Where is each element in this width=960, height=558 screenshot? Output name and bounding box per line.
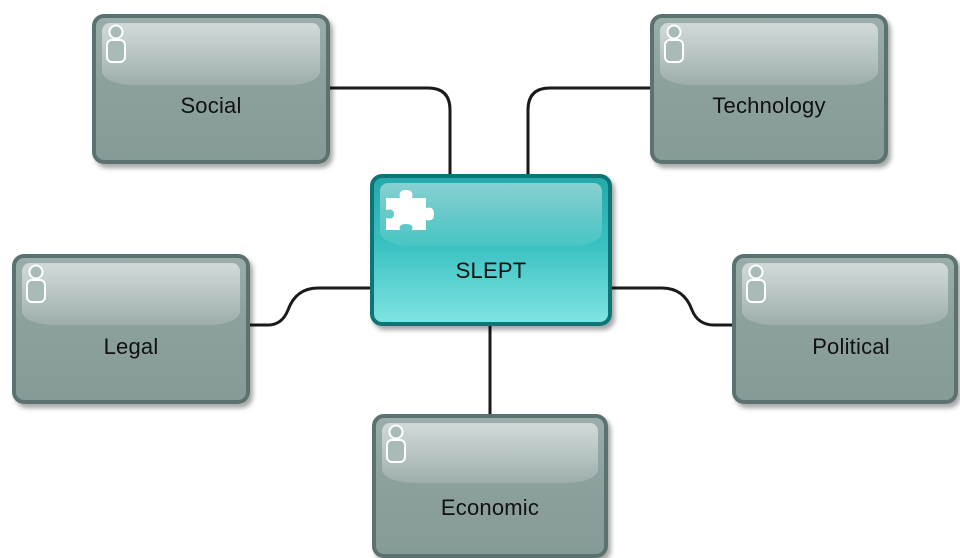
node-technology[interactable]: Technology: [650, 14, 888, 164]
node-legal[interactable]: Legal: [12, 254, 250, 404]
person-icon: [106, 24, 126, 63]
node-label: Economic: [440, 495, 540, 520]
connector-political: [610, 286, 734, 327]
connector-technology: [526, 86, 652, 176]
node-label: Social: [180, 93, 242, 118]
person-icon: [746, 264, 766, 303]
node-label: Political: [812, 334, 890, 359]
center-label: SLEPT: [455, 258, 527, 283]
person-icon: [386, 424, 406, 463]
person-icon: [26, 264, 46, 303]
connector-social: [330, 86, 452, 176]
puzzle-icon: [386, 190, 434, 230]
node-political[interactable]: Political: [732, 254, 958, 404]
node-social[interactable]: Social: [92, 14, 330, 164]
node-label: Legal: [103, 334, 159, 359]
person-icon: [664, 24, 684, 63]
node-slept-center[interactable]: SLEPT: [370, 174, 612, 326]
connector-legal: [250, 286, 372, 327]
node-economic[interactable]: Economic: [372, 414, 608, 558]
node-label: Technology: [712, 93, 826, 118]
